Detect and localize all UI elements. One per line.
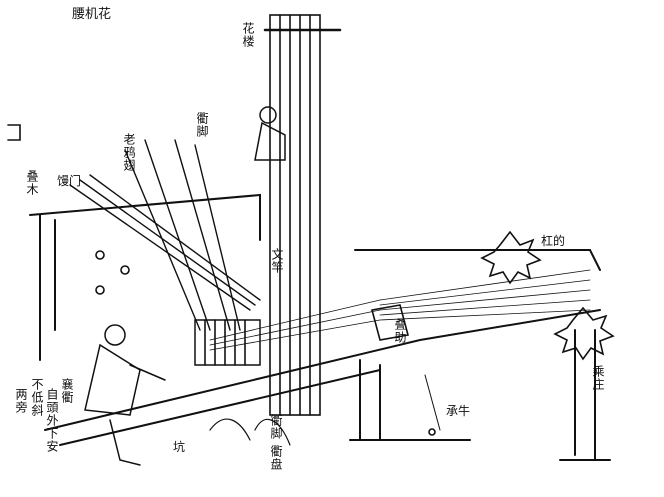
label-diejiao: 叠助: [393, 318, 407, 344]
label-kang: 坑: [173, 440, 186, 454]
label-hualou: 花楼: [241, 22, 255, 48]
weaver-head: [104, 324, 126, 346]
batten-block: [371, 304, 409, 341]
main-beam: [44, 309, 601, 431]
label-wenban: 文竿: [270, 248, 284, 274]
upper-worker-head: [259, 106, 277, 124]
note-col-4: 襄衢: [60, 378, 74, 404]
right-frame: [354, 249, 601, 271]
label-pan: 衢盘: [269, 445, 283, 471]
label-niukou: 馒门: [57, 174, 82, 188]
frame-edge: [7, 124, 21, 141]
label-gunzi: 杠的: [541, 234, 566, 248]
upper-worker-body: [254, 121, 286, 161]
label-qujin: 衢脚: [195, 112, 209, 138]
label-title: 腰机花: [72, 7, 112, 22]
weaver-body: [84, 343, 141, 416]
label-chengniu: 承牛: [446, 404, 471, 418]
tower-frame: [269, 14, 321, 416]
label-laoyachi: 老鸦翅: [122, 133, 136, 172]
label-senmu: 叠木: [25, 170, 39, 196]
upper-frame: [29, 193, 261, 241]
note-col-2: 不低斜: [30, 378, 44, 417]
note-col-3: 自頭外下安: [45, 388, 59, 453]
label-beijian: 衢脚: [269, 414, 283, 440]
note-col-1: 两旁: [14, 388, 28, 414]
beam-gear: [553, 306, 615, 361]
heddle-block: [194, 319, 261, 366]
label-mozuo: 乘庄: [591, 365, 605, 391]
roller-gear: [480, 230, 542, 285]
